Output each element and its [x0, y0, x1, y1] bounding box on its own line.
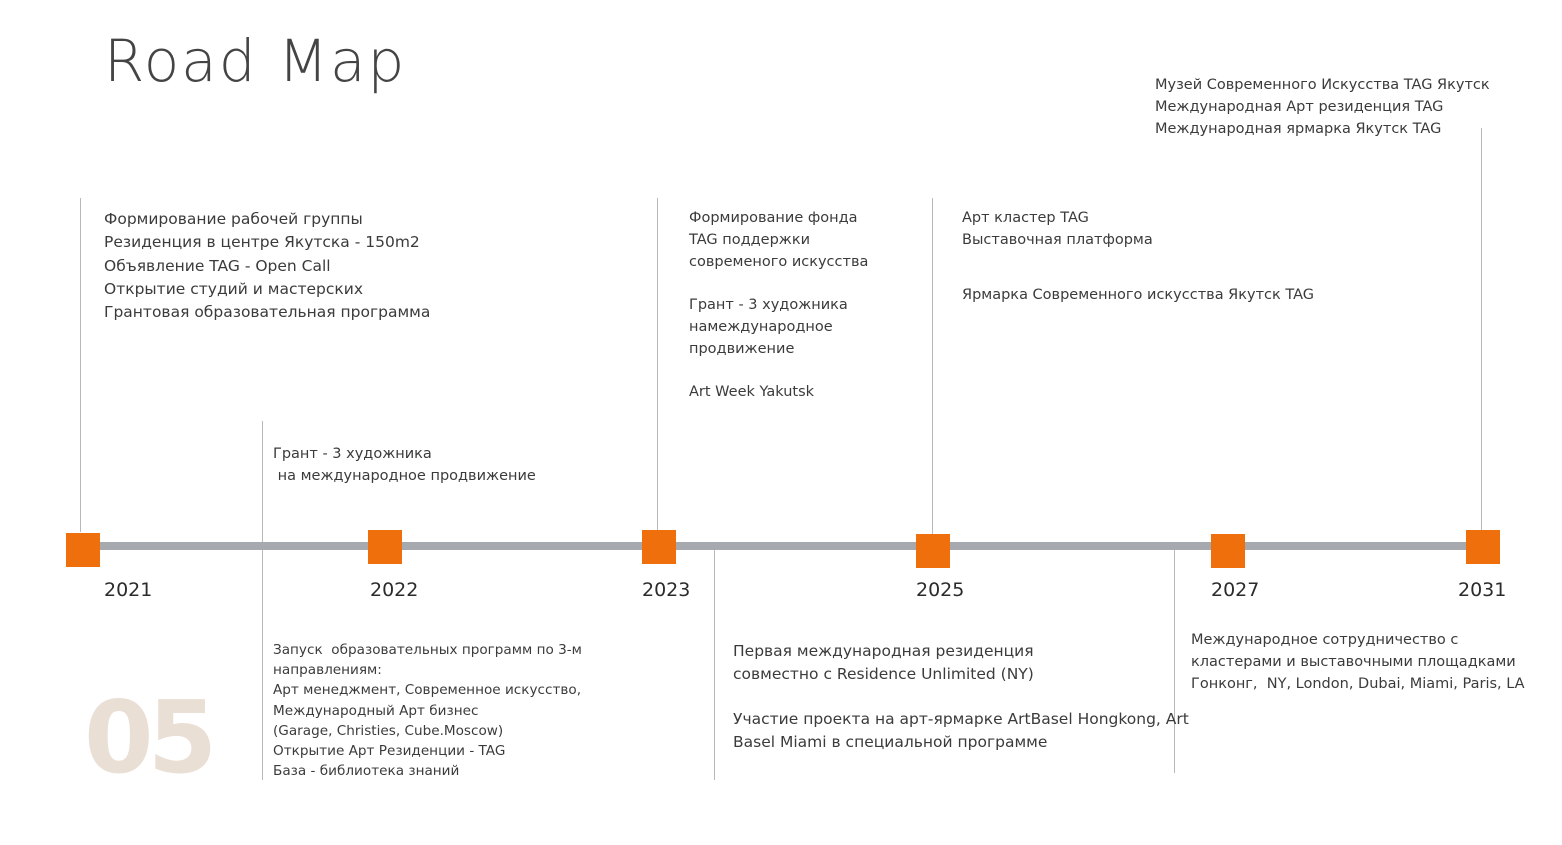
milestone-text: Объявление TAG - Open Call: [104, 256, 331, 275]
milestones-2022-bottom: Запуск образовательных программ по 3-м н…: [273, 640, 582, 781]
page-title: Road Map: [104, 27, 407, 95]
connector-2022: [262, 421, 263, 780]
milestone-text: Международная ярмарка Якутск TAG: [1155, 120, 1442, 137]
marker-2022: [368, 530, 402, 564]
milestone-text: продвижение: [689, 340, 795, 357]
milestone-text: на международное продвижение: [273, 467, 536, 484]
connector-2031-top: [1481, 128, 1482, 532]
milestone-text: Грант - 3 художника: [273, 446, 432, 462]
milestone-text: Basel Miami в специальной программе: [733, 732, 1048, 751]
year-label-2021: 2021: [104, 579, 153, 601]
milestone-text: Запуск образовательных программ по 3-м: [273, 642, 582, 658]
milestone-text: TAG поддержки: [689, 231, 811, 248]
year-label-2023: 2023: [642, 579, 691, 601]
milestone-text: кластерами и выставочными площадками: [1191, 653, 1516, 670]
marker-2031: [1466, 530, 1500, 564]
milestone-text: Открытие Арт Резиденции - TAG: [273, 743, 506, 760]
milestone-text: Международная Арт резиденция TAG: [1155, 98, 1444, 115]
milestones-2027-bottom: Международное сотрудничество с кластерам…: [1191, 630, 1525, 695]
milestones-2021: Формирование рабочей группы Резиденция в…: [104, 208, 430, 324]
milestone-text: направлениям:: [273, 662, 382, 679]
milestone-text: совместно с Residence Unlimited (NY): [733, 665, 1034, 684]
milestones-2022-top: Грант - 3 художника на международное про…: [273, 444, 536, 488]
milestone-text: Международный Арт бизнес: [273, 702, 479, 719]
milestone-text: Формирование рабочей группы: [104, 210, 363, 228]
milestone-text: Art Week Yakutsk: [689, 384, 815, 401]
milestone-text: Резиденция в центре Якутска - 150m2: [104, 233, 420, 252]
connector-2027-bottom: [1174, 542, 1175, 773]
marker-2025: [916, 534, 950, 568]
milestone-text: Гонконг, NY, London, Dubai, Miami, Paris…: [1191, 675, 1525, 692]
slide-number: 05: [84, 679, 217, 796]
marker-2021: [66, 533, 100, 567]
connector-2023-top: [657, 198, 658, 532]
milestone-text: Музей Современного Искусства TAG Якутск: [1155, 77, 1490, 93]
milestone-text: Грантовая образовательная программа: [104, 303, 431, 322]
milestone-text: Формирование фонда: [689, 210, 858, 226]
timeline-track: [82, 542, 1482, 550]
year-label-2025: 2025: [916, 579, 965, 601]
year-label-2027: 2027: [1211, 579, 1260, 601]
milestone-text: Арт менеджмент, Современное искусство,: [273, 682, 582, 699]
milestone-text: Арт кластер TAG: [962, 210, 1089, 226]
connector-2023-bottom: [714, 548, 715, 780]
milestone-text: (Garage, Christies, Cube.Moscow): [273, 722, 504, 739]
milestone-text: Участие проекта на арт-ярмарке ArtBasel …: [733, 709, 1189, 728]
year-label-2022: 2022: [370, 579, 419, 601]
milestone-text: Международное сотрудничество с: [1191, 632, 1459, 648]
milestones-2025-top: Арт кластер TAG Выставочная платформа Яр…: [962, 208, 1314, 306]
milestone-text: Открытие студий и мастерских: [104, 279, 363, 298]
milestone-text: намеждународное: [689, 318, 833, 335]
connector-2025-top: [932, 198, 933, 540]
year-label-2031: 2031: [1458, 579, 1507, 601]
milestone-text: Выставочная платформа: [962, 231, 1153, 248]
milestones-2023-bottom: Первая международная резиденция совместн…: [733, 640, 1189, 754]
connector-2021-top: [80, 198, 81, 532]
milestone-text: современого искусства: [689, 253, 869, 270]
milestone-text: База - библиотека знаний: [273, 763, 460, 780]
marker-2023: [642, 530, 676, 564]
milestone-text: Первая международная резиденция: [733, 642, 1034, 660]
milestone-text: Ярмарка Современного искусства Якутск TA…: [962, 286, 1315, 303]
milestones-2023-top: Формирование фонда TAG поддержки совреме…: [689, 208, 868, 404]
milestones-2031-top: Музей Современного Искусства TAG Якутск …: [1155, 75, 1490, 140]
marker-2027: [1211, 534, 1245, 568]
milestone-text: Грант - 3 художника: [689, 297, 848, 314]
